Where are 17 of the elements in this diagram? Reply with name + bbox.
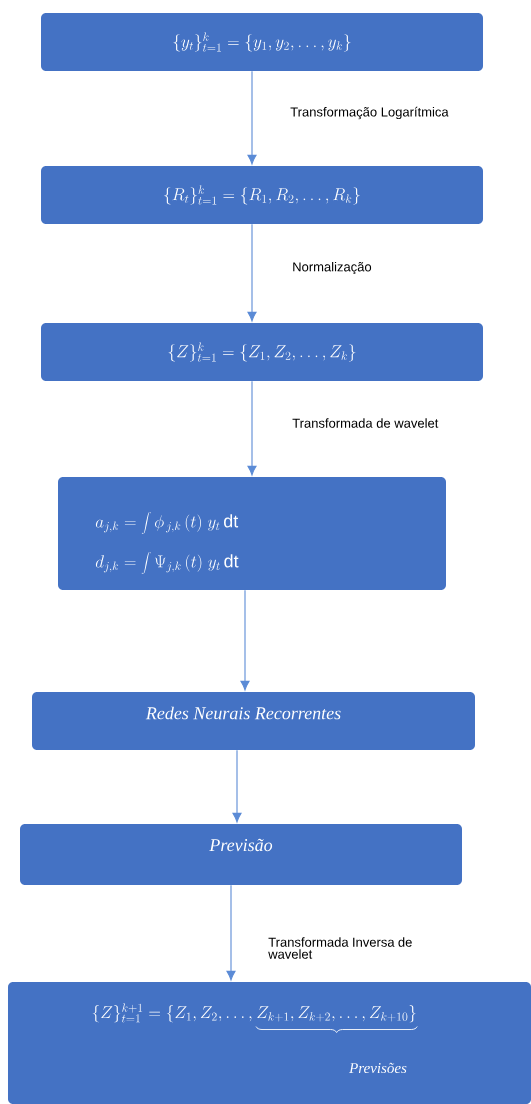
- arrow: [240, 589, 250, 691]
- edge-label: Transformação Logarítmica: [290, 106, 449, 120]
- arrow: [247, 380, 257, 476]
- edge-label: Transformada de wavelet: [292, 418, 439, 428]
- arrow: [247, 70, 257, 165]
- process-box: Previsão: [20, 824, 462, 885]
- arrow: [247, 223, 257, 322]
- arrow: [232, 749, 242, 823]
- process-box: $\{Z\}_{t=1}^{k} = \{Z_1, Z_2, \dots, Z_k\}$: [41, 323, 483, 381]
- edge-label: Transformada Inversa de wavelet: [268, 937, 412, 959]
- process-box: $\{R_t\}_{t=1}^{k} = \{R_1, R_2, \dots, R_k\}$: [41, 166, 483, 224]
- process-box: $\{Z\}_{t=1}^{k+1} = \{Z_1, Z_2, \dots,$ $Z_{k+1}, Z_{k+2}, \dots, Z_{k+10}\}$ Previsões: [8, 982, 531, 1104]
- process-box: Redes Neurais Recorrentes: [32, 692, 475, 750]
- process-box: $a_{j,k} = \int \phi_{\,j,k}\,(t)\; y_t\, \mathrm{dt}$ $d_{j,k} = \int \Psi_{j,k}\,(t)\; y_t\, \mathrm{dt}$: [58, 477, 446, 590]
- process-box: $\{y_t\}_{t=1}^{k} = \{y_1, y_2, \dots, y_k\}$: [41, 13, 483, 71]
- edge-label: Normalização: [293, 261, 372, 275]
- arrow: [226, 884, 236, 981]
